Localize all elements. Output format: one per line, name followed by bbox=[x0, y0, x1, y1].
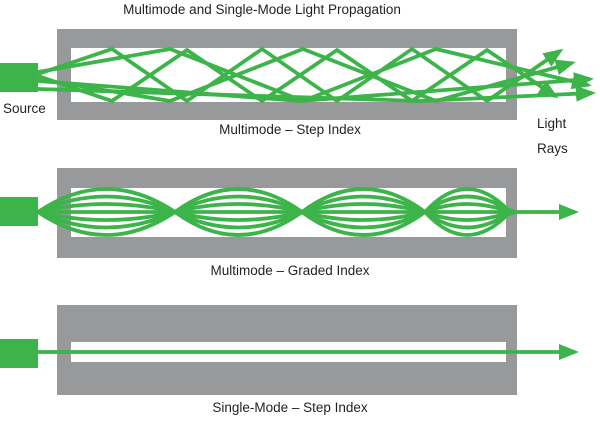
diagram-title: Multimode and Single-Mode Light Propagat… bbox=[123, 2, 401, 17]
light-source-block bbox=[0, 63, 38, 92]
source-label: Source bbox=[3, 101, 46, 116]
light-ray bbox=[37, 85, 596, 103]
light-source-block bbox=[0, 339, 38, 368]
caption-multimode-step-index: Multimode – Step Index bbox=[219, 122, 361, 137]
light-ray bbox=[37, 72, 594, 103]
light-rays-label-line1: Light bbox=[537, 116, 567, 131]
multimode-graded-index-figure bbox=[0, 168, 579, 258]
single-mode-step-index-figure bbox=[0, 305, 579, 395]
caption-multimode-graded-index: Multimode – Graded Index bbox=[210, 263, 370, 278]
light-rays-label-line2: Rays bbox=[537, 141, 568, 156]
light-source-block bbox=[0, 197, 38, 226]
caption-single-mode-step-index: Single-Mode – Step Index bbox=[212, 400, 368, 415]
multimode-step-index-figure bbox=[0, 29, 596, 120]
